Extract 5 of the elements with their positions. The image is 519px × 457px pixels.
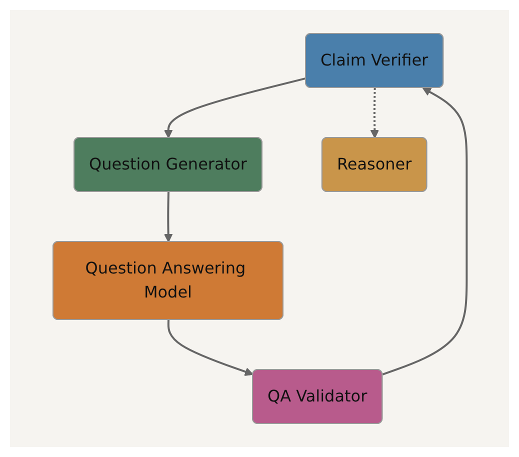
arrow [382,88,468,376]
arrow [164,77,306,138]
arrow [164,192,172,242]
arrow [370,88,379,138]
arrow [167,320,254,376]
